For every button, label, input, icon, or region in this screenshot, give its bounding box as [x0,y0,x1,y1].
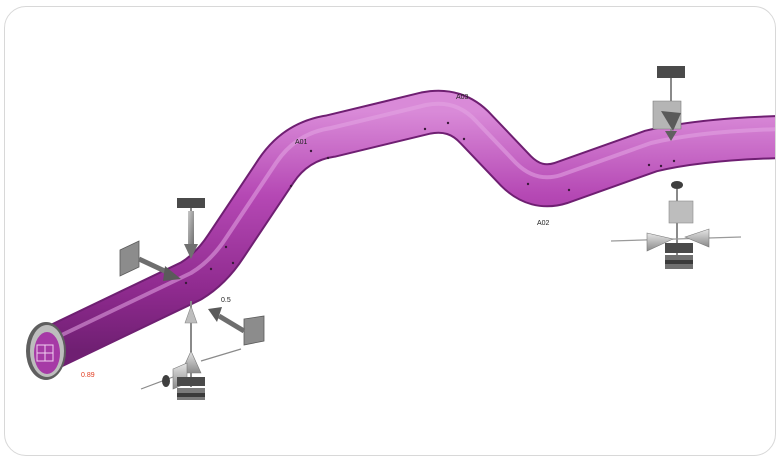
arrow-icon [652,100,682,141]
pipe-support-right[interactable] [610,66,742,269]
pipe-support-icon [610,181,742,269]
pipe-support-left[interactable] [119,198,265,400]
pipe-nodes [184,121,676,285]
arrow-icon [119,240,181,281]
node-label-a01: A01 [295,139,308,146]
dimension-label: 0.89 [81,372,95,379]
node-label-a02: A02 [537,220,550,227]
pipe-body[interactable] [35,89,776,371]
node-label-a03: A03 [456,94,469,101]
pipe-model-canvas[interactable]: A03 A01 A02 0.5 0.89 [4,6,776,456]
pipe-end-flange-icon[interactable] [26,322,66,380]
3d-viewport-panel[interactable]: A03 A01 A02 0.5 0.89 [4,6,776,456]
anchor-plate-icon [177,198,205,259]
pipe-support-icon [140,301,242,400]
node-label-a04: 0.5 [221,297,231,304]
arrow-icon [208,307,265,346]
